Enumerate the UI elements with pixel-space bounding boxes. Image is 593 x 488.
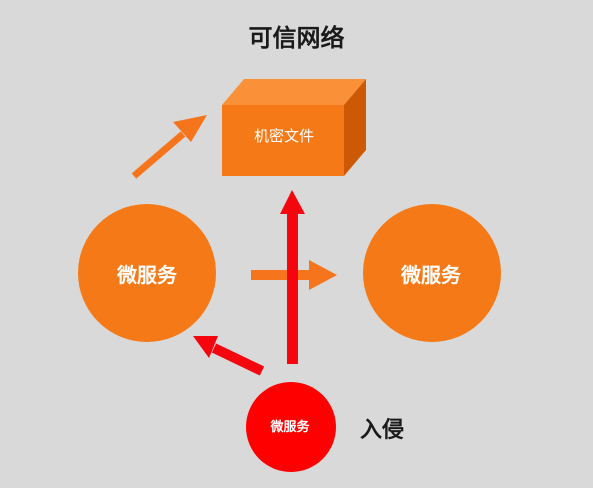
arrow-attacker-to-cube [280, 190, 305, 364]
diagram-title: 可信网络 [248, 24, 345, 52]
cube-top-face [222, 79, 366, 105]
microservice-left-label: 微服务 [117, 263, 177, 287]
cube-front-face [222, 105, 344, 176]
attacker-microservice-circle [246, 382, 336, 472]
arrow-left-to-cube [131, 115, 207, 179]
secret-file-cube [222, 79, 366, 176]
microservice-left-circle [78, 204, 216, 342]
microservice-right-circle [363, 204, 501, 342]
arrow-attacker-to-left [193, 336, 265, 376]
secret-file-label: 机密文件 [253, 127, 314, 145]
microservice-right-label: 微服务 [401, 263, 461, 287]
cube-side-face [344, 79, 366, 176]
arrow-left-to-right [251, 260, 337, 290]
intrusion-label: 入侵 [360, 418, 405, 443]
attacker-microservice-label: 微服务 [270, 420, 310, 435]
